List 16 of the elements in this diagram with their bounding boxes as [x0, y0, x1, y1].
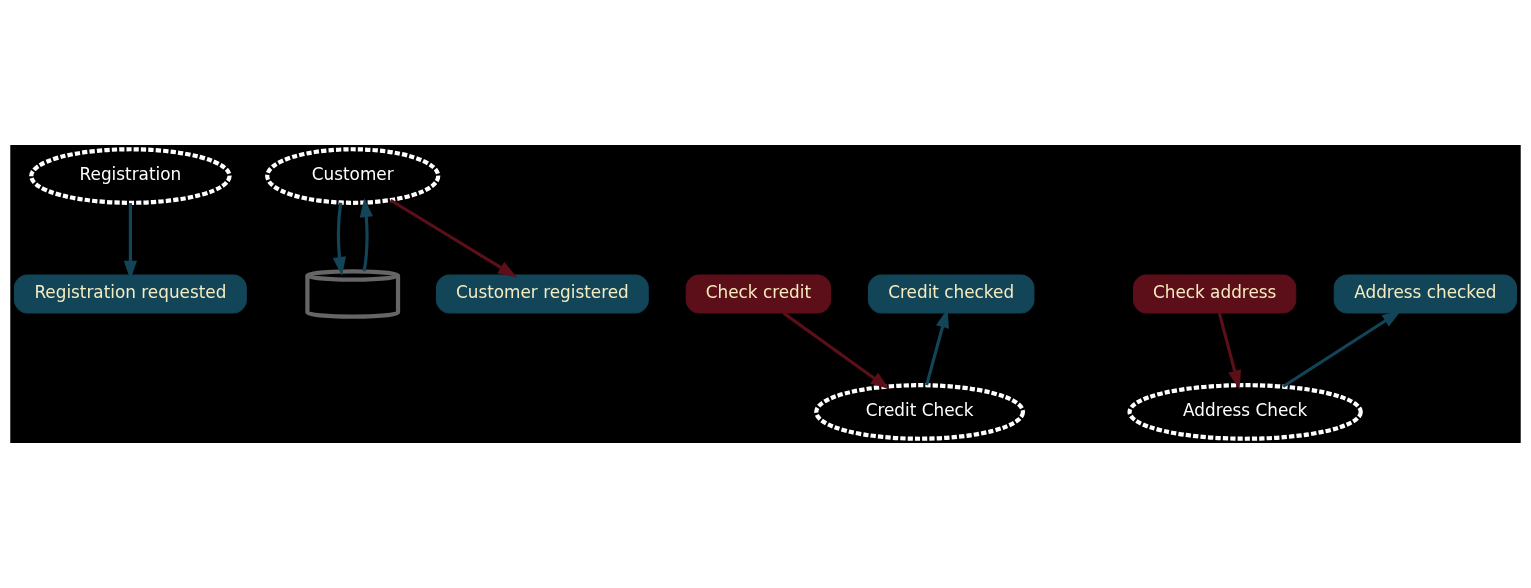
node-ellipse: Address Check [1127, 383, 1363, 441]
node-ellipse: Registration [29, 147, 232, 205]
arrow [332, 202, 346, 276]
node-box: Customer registered [435, 274, 649, 314]
arrow [359, 198, 373, 272]
node-ellipse: Customer [265, 147, 441, 205]
node-ellipse: Credit Check [814, 383, 1026, 441]
arrow [389, 198, 517, 278]
node-box: Address checked [1333, 274, 1518, 314]
arrow [1217, 312, 1242, 390]
node-box: Credit checked [867, 274, 1035, 314]
arrow [1282, 310, 1402, 388]
node-box: Registration requested [13, 274, 247, 314]
node-box: Check credit [685, 274, 832, 314]
node-box: Check address [1132, 274, 1297, 314]
arrow [782, 311, 890, 390]
